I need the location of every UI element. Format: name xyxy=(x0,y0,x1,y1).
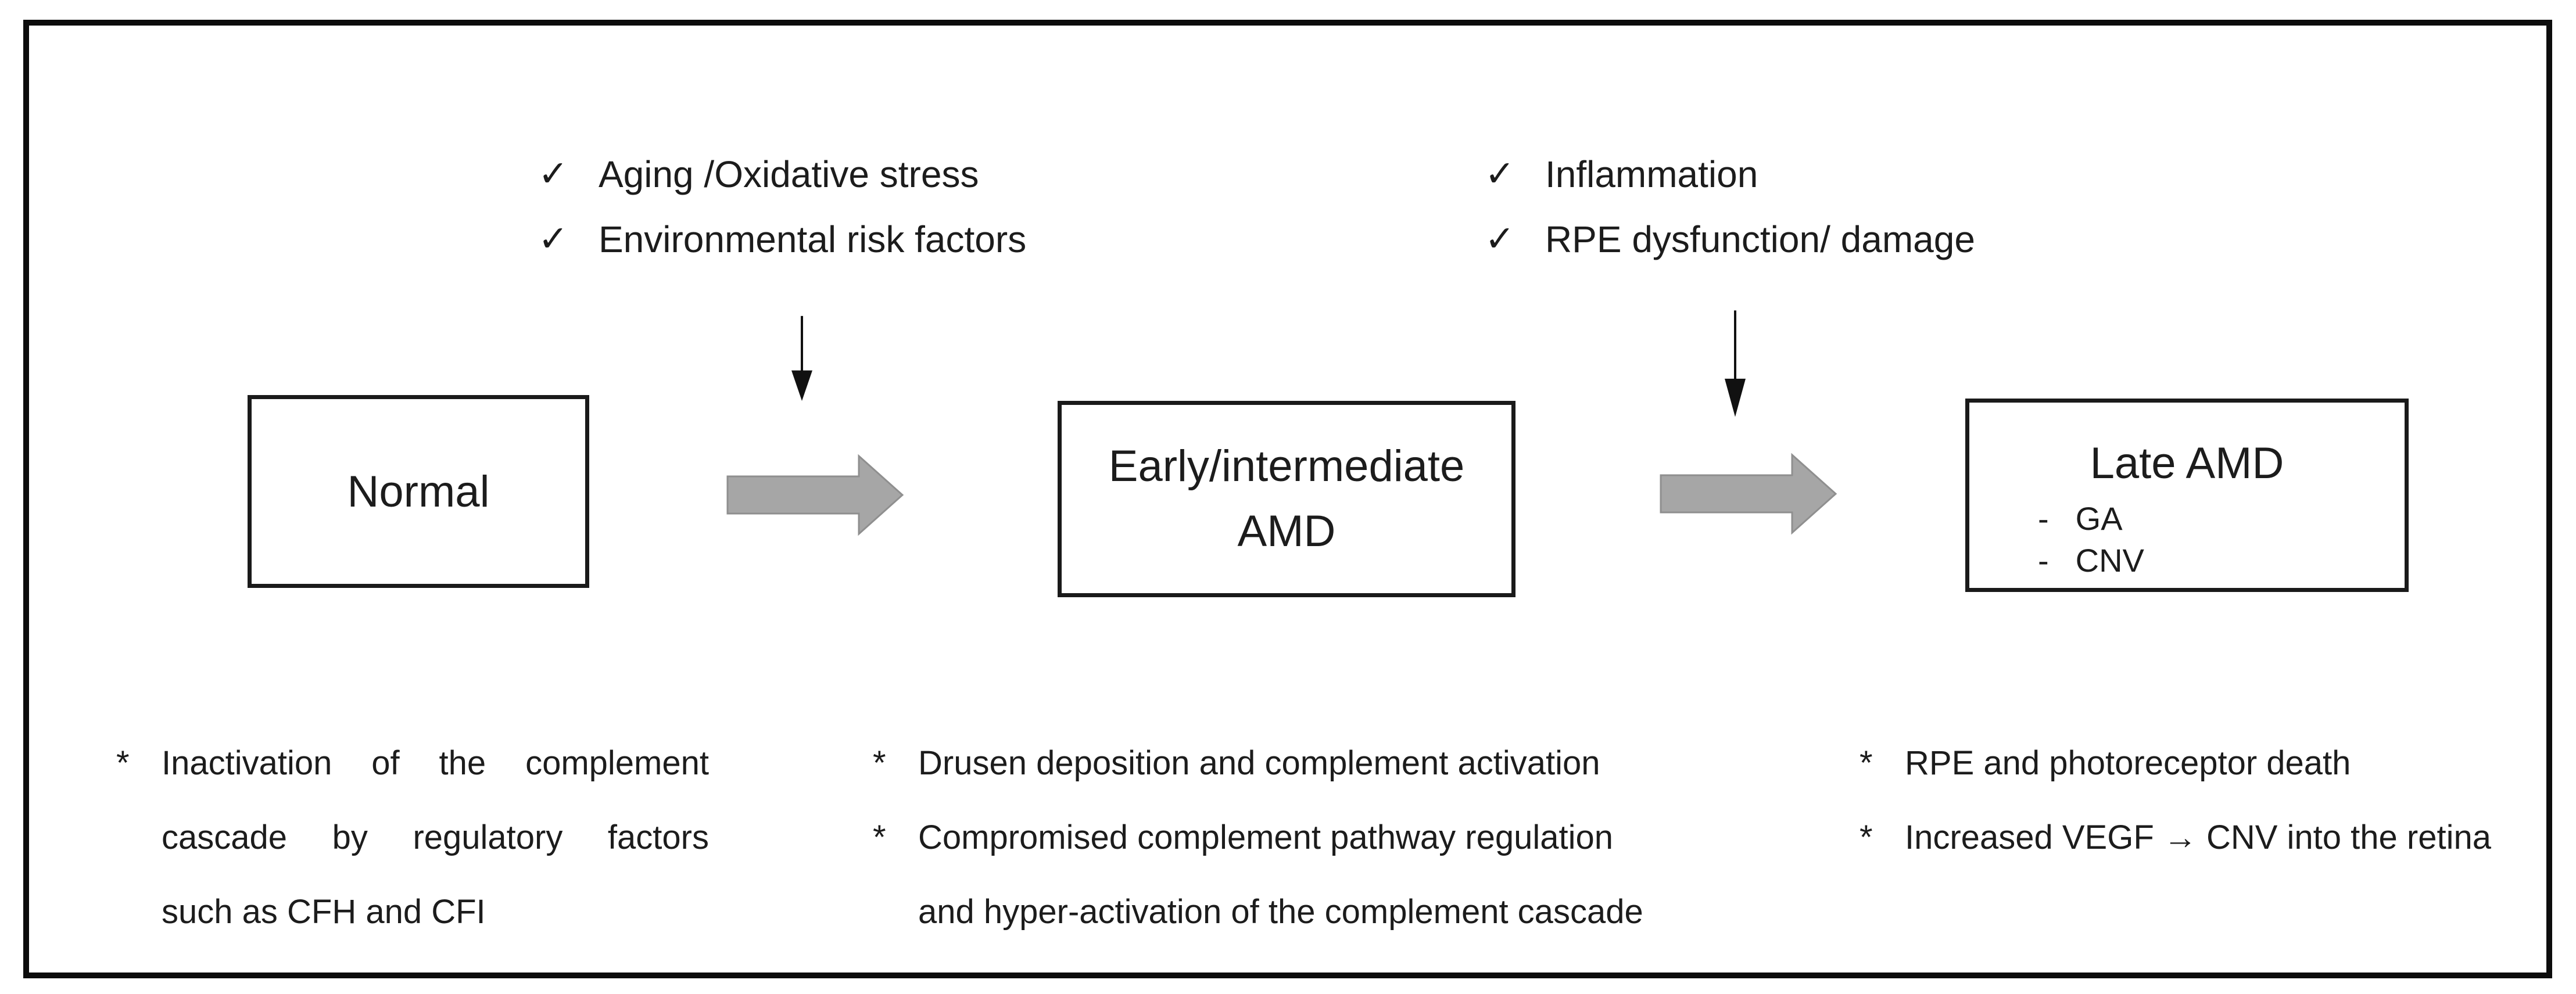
list-item-label: CNV xyxy=(2075,542,2144,579)
note-text: Increased VEGF → CNV into the retina xyxy=(1905,801,2576,875)
dash-bullet: - xyxy=(2038,500,2049,537)
note-line: RPE and photoreceptor death xyxy=(1905,744,2351,782)
check-item: ✓ RPE dysfunction/ damage xyxy=(1485,207,1975,272)
note-bullet: * Compromised complement pathway regulat… xyxy=(873,801,1779,949)
check-item-label: Environmental risk factors xyxy=(598,218,1027,260)
stage-label: Late AMD xyxy=(2090,439,2284,488)
note-text: Inactivation of the complement cascade b… xyxy=(162,726,709,949)
dash-bullet: - xyxy=(2038,542,2049,579)
note-line: Compromised complement pathway regulatio… xyxy=(918,819,1614,856)
note-text: Compromised complement pathway regulatio… xyxy=(918,801,1779,949)
check-icon: ✓ xyxy=(538,154,568,194)
note-line: such as CFH and CFI xyxy=(162,893,486,931)
list-item: - CNV xyxy=(2038,540,2405,582)
note-line: Inactivation of the complement xyxy=(162,744,709,782)
asterisk-bullet: * xyxy=(116,744,130,782)
asterisk-bullet: * xyxy=(873,819,886,856)
asterisk-bullet: * xyxy=(1860,819,1873,856)
stage-box-early-intermediate-amd: Early/intermediate AMD xyxy=(1058,401,1515,597)
note-bullet: * RPE and photoreceptor death xyxy=(1860,726,2576,801)
check-item: ✓ Environmental risk factors xyxy=(538,207,1026,272)
list-item: - GA xyxy=(2038,498,2405,540)
note-line: Drusen deposition and complement activat… xyxy=(918,744,1600,782)
check-item: ✓ Inflammation xyxy=(1485,142,1975,207)
diagram-border-frame: ✓ Aging /Oxidative stress ✓ Environmenta… xyxy=(23,20,2552,978)
note-normal-stage: * Inactivation of the complement cascade… xyxy=(116,726,709,949)
check-icon: ✓ xyxy=(538,219,568,259)
asterisk-bullet: * xyxy=(1860,744,1873,782)
stage-label: Normal xyxy=(347,467,490,516)
stage-label-line: AMD xyxy=(1237,507,1336,556)
down-arrow-icon xyxy=(789,315,815,402)
check-item-label: Aging /Oxidative stress xyxy=(598,153,979,195)
late-amd-subtype-list: - GA - CNV xyxy=(1969,498,2405,582)
down-arrow-icon xyxy=(1722,309,1748,418)
note-bullet: * Increased VEGF → CNV into the retina xyxy=(1860,801,2576,875)
check-item-label: Inflammation xyxy=(1545,153,1758,195)
list-item-label: GA xyxy=(2075,500,2123,537)
note-line: Increased VEGF → CNV into the retina xyxy=(1905,819,2491,856)
stage-label-line: Early/intermediate xyxy=(1108,442,1465,491)
check-icon: ✓ xyxy=(1485,219,1515,259)
note-early-stage: * Drusen deposition and complement activ… xyxy=(873,726,1779,949)
progression-arrow-icon xyxy=(726,454,904,536)
note-late-stage: * RPE and photoreceptor death * Increase… xyxy=(1860,726,2576,875)
note-bullet: * Drusen deposition and complement activ… xyxy=(873,726,1779,801)
check-item: ✓ Aging /Oxidative stress xyxy=(538,142,1026,207)
check-icon: ✓ xyxy=(1485,154,1515,194)
note-text: RPE and photoreceptor death xyxy=(1905,726,2576,801)
risk-list-normal-to-early: ✓ Aging /Oxidative stress ✓ Environmenta… xyxy=(538,142,1026,272)
risk-list-early-to-late: ✓ Inflammation ✓ RPE dysfunction/ damage xyxy=(1485,142,1975,272)
note-line: and hyper-activation of the complement c… xyxy=(918,893,1643,931)
asterisk-bullet: * xyxy=(873,744,886,782)
check-item-label: RPE dysfunction/ damage xyxy=(1545,218,1975,260)
note-line: cascade by regulatory factors xyxy=(162,819,709,856)
stage-box-normal: Normal xyxy=(248,395,589,588)
note-bullet: * Inactivation of the complement cascade… xyxy=(116,726,709,949)
progression-arrow-icon xyxy=(1660,453,1837,535)
stage-box-late-amd: Late AMD - GA - CNV xyxy=(1965,399,2409,592)
note-text: Drusen deposition and complement activat… xyxy=(918,726,1779,801)
